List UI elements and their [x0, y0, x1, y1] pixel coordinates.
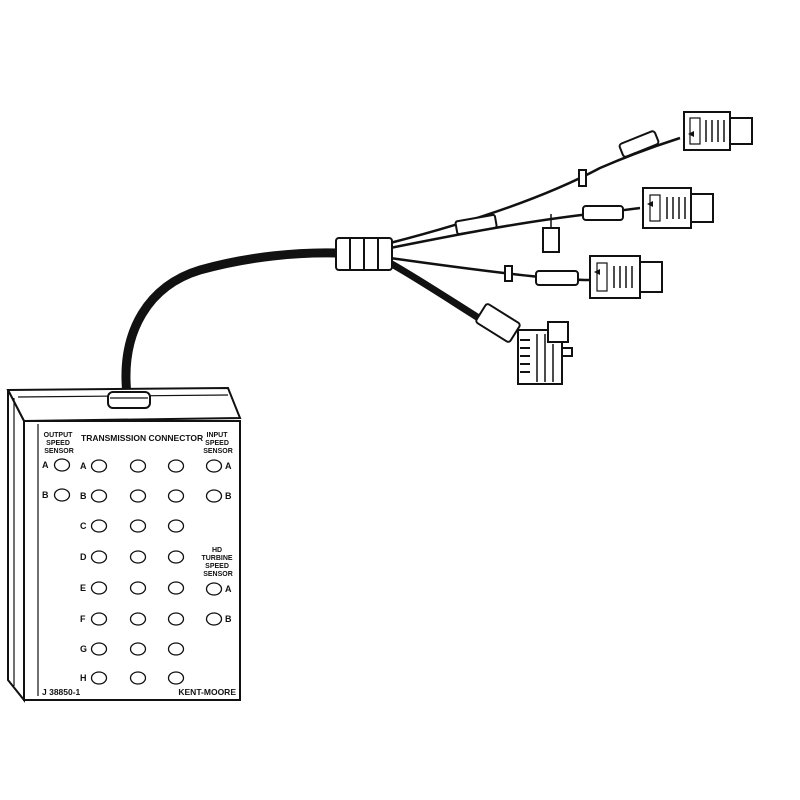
pin-b2[interactable] [129, 489, 147, 503]
row-letter-h: H [80, 673, 87, 683]
pin-b3[interactable] [167, 489, 185, 503]
pin-h1[interactable] [90, 671, 108, 685]
row-letter-b: B [80, 491, 87, 501]
input-sensor-pin-a-letter: A [225, 461, 232, 471]
output-speed-sensor-label: OUTPUT SPEED SENSOR [44, 432, 75, 455]
output-sensor-pin-b[interactable] [53, 488, 71, 502]
pin-c2[interactable] [129, 519, 147, 533]
brand-label: KENT-MOORE [178, 687, 236, 697]
pin-h3[interactable] [167, 671, 185, 685]
output-sensor-pin-a-letter: A [42, 460, 49, 470]
pin-c1[interactable] [90, 519, 108, 533]
pin-a1[interactable] [90, 459, 108, 473]
row-letter-f: F [80, 614, 86, 624]
main-cable [121, 248, 339, 396]
row-letter-e: E [80, 583, 86, 593]
sensor-connector-top [683, 111, 753, 151]
harness-junction [335, 237, 393, 271]
sensor-connector-lower [589, 255, 663, 299]
transmission-connector-label: TRANSMISSION CONNECTOR [81, 433, 203, 443]
row-letter-g: G [80, 644, 87, 654]
pin-f2[interactable] [129, 612, 147, 626]
turbine-sensor-pin-b[interactable] [205, 612, 223, 626]
box-side-face [7, 389, 25, 703]
pin-a2[interactable] [129, 459, 147, 473]
branch-wire-1 [389, 136, 681, 245]
input-speed-sensor-pins: A B [205, 459, 232, 503]
transmission-plug [475, 303, 573, 385]
part-number-label: J 38850-1 [42, 687, 81, 697]
pin-d2[interactable] [129, 550, 147, 564]
hd-turbine-speed-sensor-label: HD TURBINE SPEED SENSOR [201, 547, 234, 578]
pin-f1[interactable] [90, 612, 108, 626]
input-sensor-pin-b[interactable] [205, 489, 223, 503]
pin-a3[interactable] [167, 459, 185, 473]
pin-e3[interactable] [167, 581, 185, 595]
pin-c3[interactable] [167, 519, 185, 533]
cable-harness [121, 136, 681, 396]
pin-d1[interactable] [90, 550, 108, 564]
pin-b1[interactable] [90, 489, 108, 503]
transmission-connector-pins: A B C D E F G H [80, 459, 185, 685]
wire-sleeves [454, 130, 660, 286]
cable-grommet [107, 391, 151, 409]
input-sensor-pin-a[interactable] [205, 459, 223, 473]
pin-e1[interactable] [90, 581, 108, 595]
sensor-connector-middle [642, 187, 714, 229]
row-letter-a: A [80, 461, 87, 471]
output-sensor-pin-a[interactable] [53, 458, 71, 472]
turbine-sensor-pin-a[interactable] [205, 582, 223, 596]
pin-g3[interactable] [167, 642, 185, 656]
pin-f3[interactable] [167, 612, 185, 626]
input-speed-sensor-label: INPUT SPEED SENSOR [203, 432, 233, 455]
input-sensor-pin-b-letter: B [225, 491, 232, 501]
output-sensor-pin-b-letter: B [42, 490, 49, 500]
turbine-sensor-pin-b-letter: B [225, 614, 232, 624]
pin-g1[interactable] [90, 642, 108, 656]
pin-e2[interactable] [129, 581, 147, 595]
turbine-sensor-pin-a-letter: A [225, 584, 232, 594]
hd-turbine-speed-sensor-pins: A B [205, 582, 232, 626]
row-letter-d: D [80, 552, 87, 562]
pin-d3[interactable] [167, 550, 185, 564]
output-speed-sensor-pins: A B [42, 458, 71, 502]
pin-h2[interactable] [129, 671, 147, 685]
pin-g2[interactable] [129, 642, 147, 656]
row-letter-c: C [80, 521, 87, 531]
branch-wire-4 [388, 259, 487, 325]
